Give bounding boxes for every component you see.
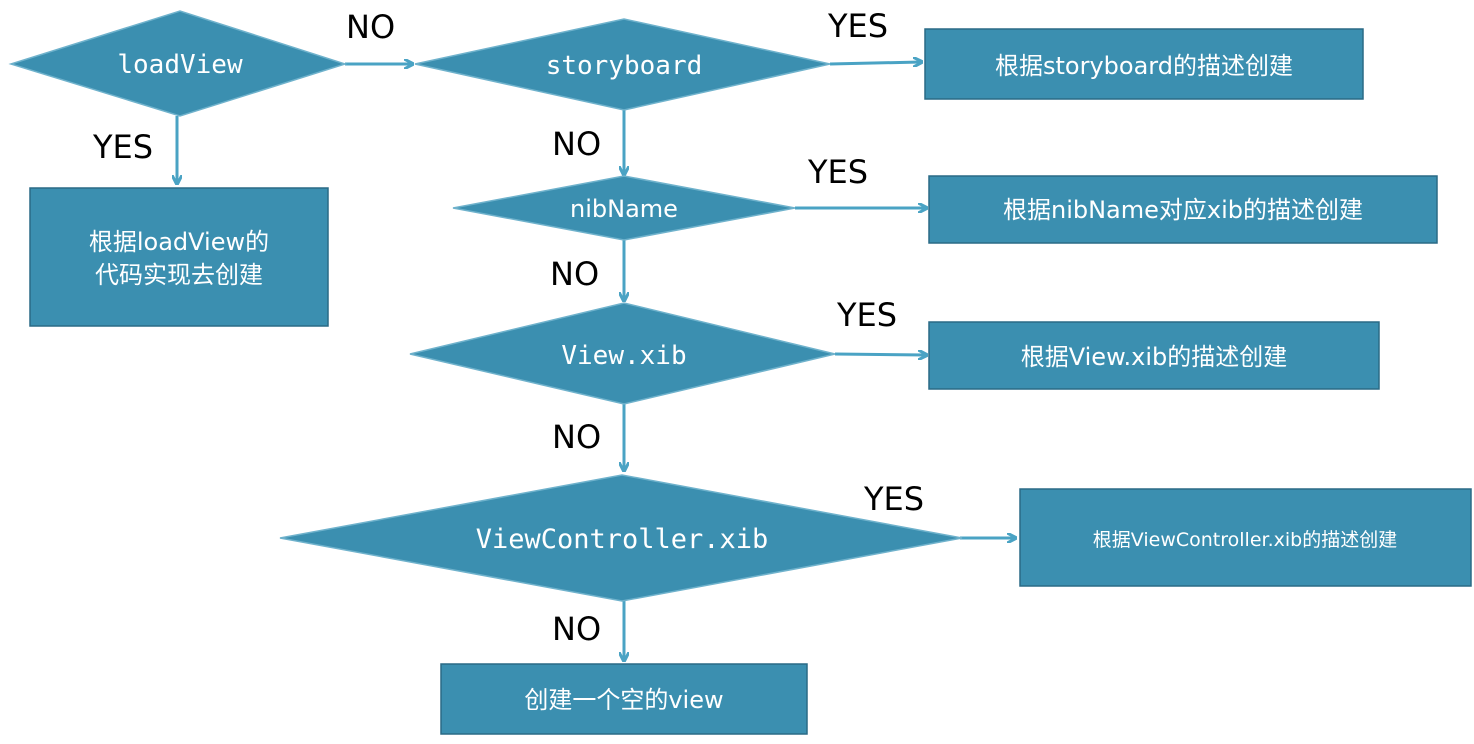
result-viewxib-label: 根据View.xib的描述创建 [1021,343,1287,371]
result-viewxib: 根据View.xib的描述创建 [928,321,1380,390]
result-vcxib: 根据ViewController.xib的描述创建 [1019,488,1472,587]
result-loadview-line1: 根据loadView的 [89,228,269,256]
edge-label-yes-2: YES [827,7,888,45]
edge-label-no-1: NO [346,8,395,46]
edge-label-no-2: NO [552,125,601,163]
decision-storyboard: storyboard [414,18,831,111]
edge-storyboard-yes [829,62,921,64]
edge-label-no-3: NO [550,255,599,293]
edge-label-yes-5: YES [863,480,924,518]
decision-storyboard-label: storyboard [546,51,703,81]
result-empty-view-label: 创建一个空的view [524,686,723,714]
edge-label-yes-1: YES [92,128,153,166]
result-loadview: 根据loadView的 代码实现去创建 [29,187,329,327]
edge-label-yes-4: YES [836,296,897,334]
edge-label-yes-3: YES [807,153,868,191]
result-loadview-line2: 代码实现去创建 [95,261,263,289]
edge-label-no-4: NO [552,418,601,456]
decision-loadview-label: loadView [117,50,243,80]
result-empty-view: 创建一个空的view [440,663,808,735]
decision-viewxib-label: View.xib [561,341,686,371]
result-vcxib-label: 根据ViewController.xib的描述创建 [1093,529,1397,551]
decision-vcxib: ViewController.xib [279,474,963,602]
decision-vcxib-label: ViewController.xib [476,524,769,555]
result-nibname: 根据nibName对应xib的描述创建 [928,175,1438,244]
result-storyboard-label: 根据storyboard的描述创建 [995,52,1293,80]
result-storyboard: 根据storyboard的描述创建 [924,28,1364,100]
edge-label-no-5: NO [552,610,601,648]
decision-nibname-label: nibName [570,195,678,223]
decision-nibname: nibName [452,175,796,241]
edge-viewxib-yes [834,354,926,355]
result-nibname-label: 根据nibName对应xib的描述创建 [1003,196,1363,224]
decision-viewxib: View.xib [409,302,836,405]
decision-loadview: loadView [8,10,348,117]
